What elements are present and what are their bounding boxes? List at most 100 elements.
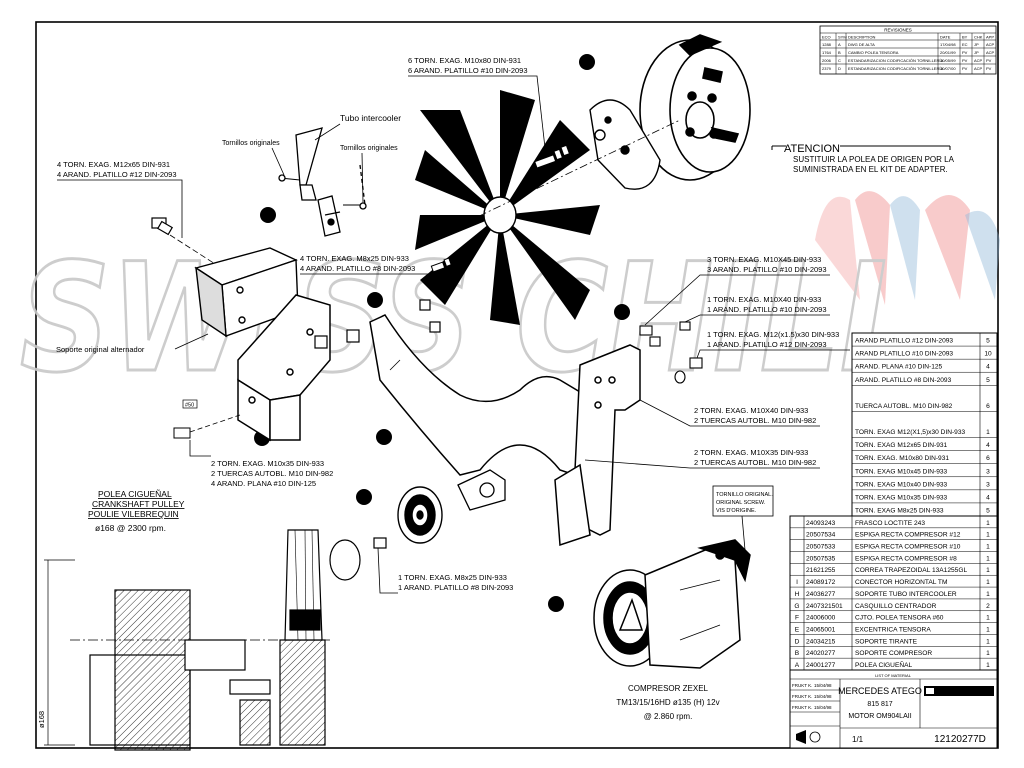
title-block-motor: MOTOR OM904LAII	[848, 713, 911, 720]
part-code: 24089172	[806, 579, 836, 586]
callout-m8-bolts-line-2: 4 ARAND. PLATILLO #8 DIN-2093	[300, 264, 415, 273]
hardware-item-description: TORN. EXAG M12(X1,5)x30 DIN-933	[855, 429, 966, 436]
callout-left-bolts: 4 TORN. EXAG. M12x65 DIN-931 4 ARAND. PL…	[57, 160, 183, 238]
revisions-cell: ACP	[974, 66, 983, 71]
left-bolts	[151, 217, 241, 281]
callout-left-bolts-line-1: 4 TORN. EXAG. M12x65 DIN-931	[57, 160, 170, 169]
fan-adapter-plate	[589, 99, 661, 190]
part-description: FRASCO LOCTITE 243	[855, 520, 925, 527]
crankshaft-title: POLEA CIGUEÑAL CRANKSHAFT PULLEY POULIE …	[88, 489, 185, 533]
revisions-cell: ESTANDARIZACION CODIFICACIÓN TORNILLERÍA	[848, 66, 943, 71]
tensioner-pulley	[397, 486, 443, 544]
part-code: 24093243	[806, 520, 836, 527]
hardware-item-qty: 5	[986, 508, 990, 515]
revisions-cell: PV	[962, 58, 968, 63]
callout-bl-line-1: 2 TORN. EXAG. M10x35 DIN-933	[211, 459, 324, 468]
attention-line-2: SUMINISTRADA EN EL KIT DE ADAPTER.	[793, 165, 948, 174]
hardware-item-qty: 10	[984, 351, 992, 358]
part-letter: E	[795, 626, 800, 633]
right-bolts	[639, 321, 703, 384]
callout-soporte-alternador: Soporte original alternador	[56, 345, 145, 354]
revisions-cell: ACP	[974, 58, 983, 63]
callout-fan-bolts-line-2: 6 ARAND. PLATILLO #10 DIN-2093	[408, 66, 528, 75]
hardware-list: ARAND PLATILLO #12 DIN-2093 5 ARAND PLATIL…	[851, 332, 998, 517]
crankshaft-section	[44, 529, 330, 751]
drawn-date-2: 15/04/98	[814, 694, 832, 699]
revisions-cell: PV	[986, 66, 992, 71]
crank-diameter-label: ø168	[37, 711, 46, 728]
main-bracket	[237, 294, 331, 442]
revisions-cell: 20/01/99	[940, 50, 956, 55]
part-description: ESPIGA RECTA COMPRESOR #8	[855, 555, 957, 562]
list-of-material-label: LIST OF MATERIAL	[875, 673, 912, 678]
revisions-cell: A	[838, 42, 841, 47]
callout-r3-line-2: 1 ARAND. PLATILLO #12 DIN-2093	[707, 340, 827, 349]
hardware-item-description: TORN. EXAG M8x25 DIN-933	[855, 508, 944, 515]
callout-r4-line-1: 2 TORN. EXAG. M10X40 DIN-933	[694, 406, 808, 415]
tensioner-plate	[369, 314, 591, 476]
callout-r1-line-1: 3 TORN. EXAG. M10X45 DIN-933	[707, 255, 821, 264]
part-qty: 1	[986, 532, 990, 539]
callout-pulley-line-1: 1 TORN. EXAG. M8x25 DIN-933	[398, 573, 507, 582]
hardware-item-description: ARAND PLATILLO #12 DIN-2093	[855, 338, 953, 345]
callout-r5-line-1: 2 TORN. EXAG. M10X35 DIN-933	[694, 448, 808, 457]
revisions-cell: 10/07/00	[940, 66, 956, 71]
callout-tornillos-right: Tornillos originales	[340, 145, 398, 152]
revisions-header-cell: ECO	[822, 35, 831, 40]
hardware-item-qty: 5	[986, 377, 990, 384]
part-qty: 1	[986, 591, 990, 598]
revisions-cell: CAMBIO POLEA TENSORA	[848, 50, 899, 55]
callout-bottom-left: #50 2 TORN. EXAG. M10x35 DIN-933 2 TUERC…	[173, 399, 333, 488]
callout-r4-line-2: 2 TUERCAS AUTOBL. M10 DIN-982	[694, 416, 816, 425]
callout-m8-bolts-line-1: 4 TORN. EXAG. M8x25 DIN-933	[300, 254, 409, 263]
callouts-right: 3 TORN. EXAG. M10X45 DIN-933 3 ARAND. PL…	[584, 255, 850, 469]
part-code: 24065001	[806, 626, 836, 633]
callout-left-bolts-line-2: 4 ARAND. PLATILLO #12 DIN-2093	[57, 170, 177, 179]
revisions-cell: B	[838, 50, 841, 55]
fan-blades	[415, 90, 600, 325]
original-screw-line-2: ORIGINAL SCREW.	[716, 500, 766, 506]
part-description: CASQUILLO CENTRADOR	[855, 603, 937, 610]
pulley-cap	[329, 537, 387, 581]
fan-hub	[483, 196, 517, 234]
part-description: EXCENTRICA TENSORA	[855, 626, 931, 633]
revisions-header-cell: SYM	[838, 35, 847, 40]
callout-pulley-bolt: 1 TORN. EXAG. M8x25 DIN-933 1 ARAND. PLA…	[377, 547, 513, 594]
part-description: ESPIGA RECTA COMPRESOR #12	[855, 532, 961, 539]
part-code: 20507534	[806, 532, 836, 539]
callout-bl-line-2: 2 TUERCAS AUTOBL. M10 DIN-982	[211, 469, 333, 478]
callout-bl-line-3: 4 ARAND. PLANA #10 DIN-125	[211, 479, 316, 488]
drawn-by-2: FRUKT K.	[792, 694, 812, 699]
part-description: SOPORTE TUBO INTERCOOLER	[855, 591, 957, 598]
hardware-item-qty: 3	[986, 481, 990, 488]
part-letter: I	[796, 579, 798, 586]
revisions-cell: D	[838, 66, 841, 71]
drawing-number: 12120277D	[934, 734, 986, 745]
crank-title-line-2: CRANKSHAFT PULLEY	[92, 499, 185, 509]
fan-clutch	[639, 34, 751, 181]
part-qty: 1	[986, 650, 990, 657]
eccentric-tensioner	[457, 469, 506, 511]
drawn-date-1: 15/04/98	[814, 683, 832, 688]
hardware-item-qty: 1	[986, 429, 990, 436]
callout-tubo-intercooler: Tubo intercooler	[340, 113, 401, 123]
revisions-cell: 1288	[822, 42, 832, 47]
hardware-item-description: ARAND PLATILLO #10 DIN-2093	[855, 351, 953, 358]
part-code: 24006000	[806, 615, 836, 622]
compressor-title-line-1: COMPRESOR ZEXEL	[628, 684, 709, 693]
attention-line-1: SUSTITUIR LA POLEA DE ORIGEN POR LA	[793, 155, 955, 164]
part-description: ESPIGA RECTA COMPRESOR #10	[855, 544, 961, 551]
fan-bolts	[449, 119, 681, 231]
revisions-cell: 10/05/99	[940, 58, 956, 63]
compressor-support	[554, 344, 641, 547]
part-qty: 1	[986, 555, 990, 562]
callout-r5-line-2: 2 TUERCAS AUTOBL. M10 DIN-982	[694, 458, 816, 467]
original-screw-line-3: VIS D'ORIGINE.	[716, 508, 757, 514]
part-description: SOPORTE TIRANTE	[855, 638, 918, 645]
callout-tornillos-left: Tornillos originales	[222, 140, 280, 147]
original-screw-line-1: TORNILLO ORIGINAL.	[716, 492, 773, 498]
attention-note: ATENCION SUSTITUIR LA POLEA DE ORIGEN PO…	[771, 143, 955, 174]
sheet-border	[35, 21, 999, 749]
